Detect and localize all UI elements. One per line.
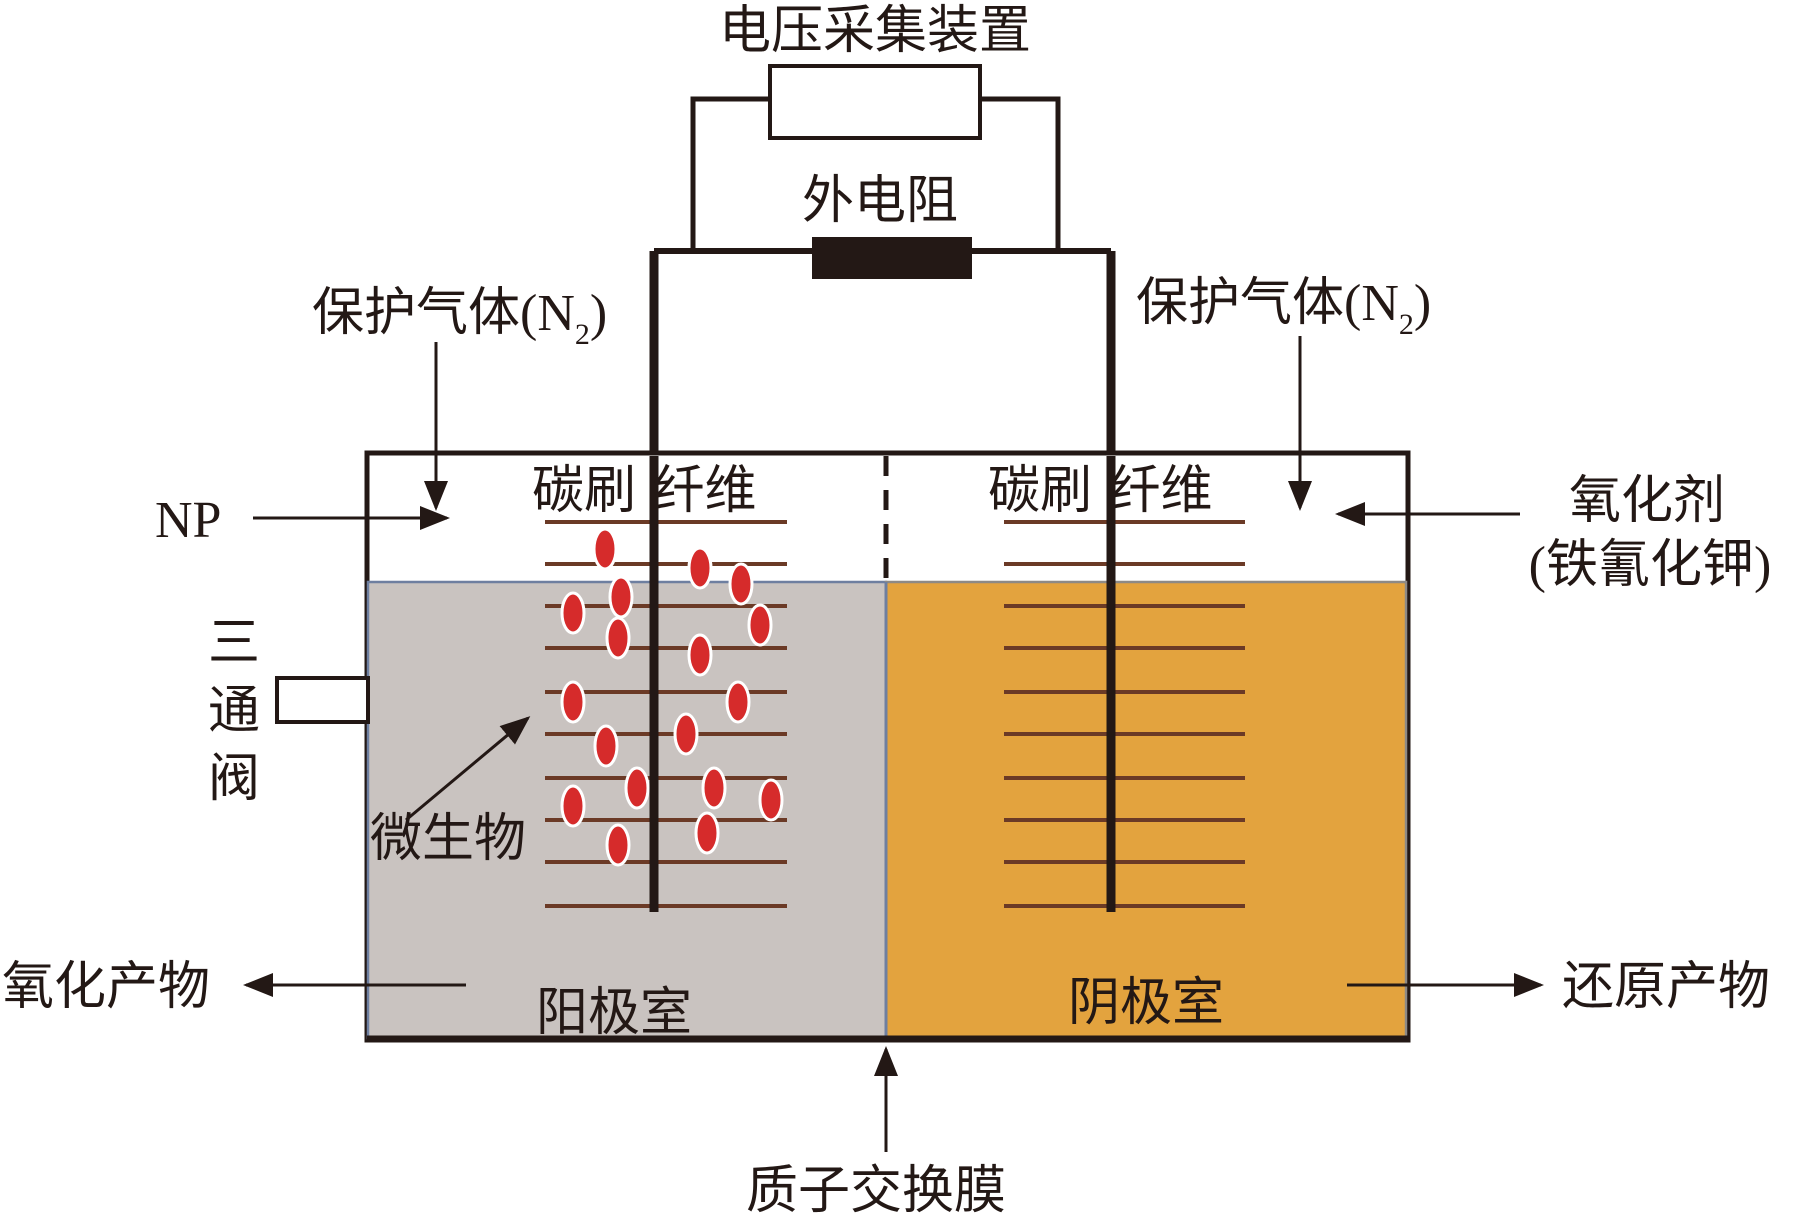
gas-right-label: 保护气体(N2) [1136, 275, 1431, 341]
gas-left-close: ) [590, 285, 607, 342]
voltage-wire-left [690, 96, 770, 251]
microbe-cell [605, 616, 631, 660]
microbe-cell [560, 591, 586, 635]
anode-brush-label: 碳刷 纤维 [532, 461, 757, 521]
microbe-cell [605, 823, 631, 867]
cathode-chamber-fill [884, 580, 1408, 1040]
microbe-cell [608, 575, 634, 619]
reactor [275, 450, 1411, 1043]
voltage-device-label: 电压采集装置 [719, 1, 1031, 61]
arrow-microbes [405, 716, 531, 822]
oxidation-product-label: 氧化产物 [2, 957, 210, 1017]
oxidant-detail-label: (铁氰化钾) [1529, 537, 1772, 594]
external-resistor-label: 外电阻 [802, 171, 958, 231]
voltage-device-box [768, 64, 982, 140]
cathode-carbon-brush [1004, 520, 1245, 908]
gas-left-main: 保护气体(N [312, 285, 575, 342]
arrows [243, 336, 1544, 1152]
gas-right-close: ) [1414, 275, 1431, 332]
valve-label-1: 三 [208, 613, 260, 673]
microbe-cell [592, 527, 618, 571]
valve-label-2: 通 [208, 681, 260, 741]
anode-carbon-brush [545, 520, 787, 908]
microbes-label: 微生物 [370, 809, 526, 869]
microbes-group [560, 527, 784, 867]
reduction-product-label: 还原产物 [1562, 957, 1770, 1017]
gas-left-label: 保护气体(N2) [312, 285, 607, 351]
cathode-chamber-label: 阴极室 [1068, 973, 1224, 1033]
three-way-valve [275, 676, 370, 724]
microbe-cell [673, 712, 699, 756]
microbe-cell [560, 680, 586, 724]
cathode-brush-label: 碳刷 纤维 [988, 461, 1213, 521]
microbe-cell [593, 724, 619, 768]
microbe-cell [747, 603, 773, 647]
microbe-cell [694, 811, 720, 855]
microbe-cell [725, 680, 751, 724]
voltage-wire-right [980, 96, 1061, 251]
membrane-label: 质子交换膜 [746, 1161, 1006, 1221]
oxidant-label: 氧化剂 [1569, 471, 1725, 531]
microbe-cell [701, 766, 727, 810]
microbe-cell [624, 766, 650, 810]
np-label: NP [155, 492, 221, 549]
gas-left-subscript: 2 [575, 318, 590, 351]
anode-chamber-label: 阳极室 [536, 983, 692, 1043]
external-resistor [812, 237, 972, 279]
gas-right-subscript: 2 [1399, 308, 1414, 341]
microbe-cell [560, 784, 586, 828]
microbe-cell [687, 633, 713, 677]
anode-chamber-fill [366, 580, 888, 1040]
microbe-cell [687, 546, 713, 590]
gas-right-main: 保护气体(N [1136, 275, 1399, 332]
valve-label-3: 阀 [208, 749, 260, 809]
microbe-cell [728, 562, 754, 606]
microbe-cell [758, 778, 784, 822]
